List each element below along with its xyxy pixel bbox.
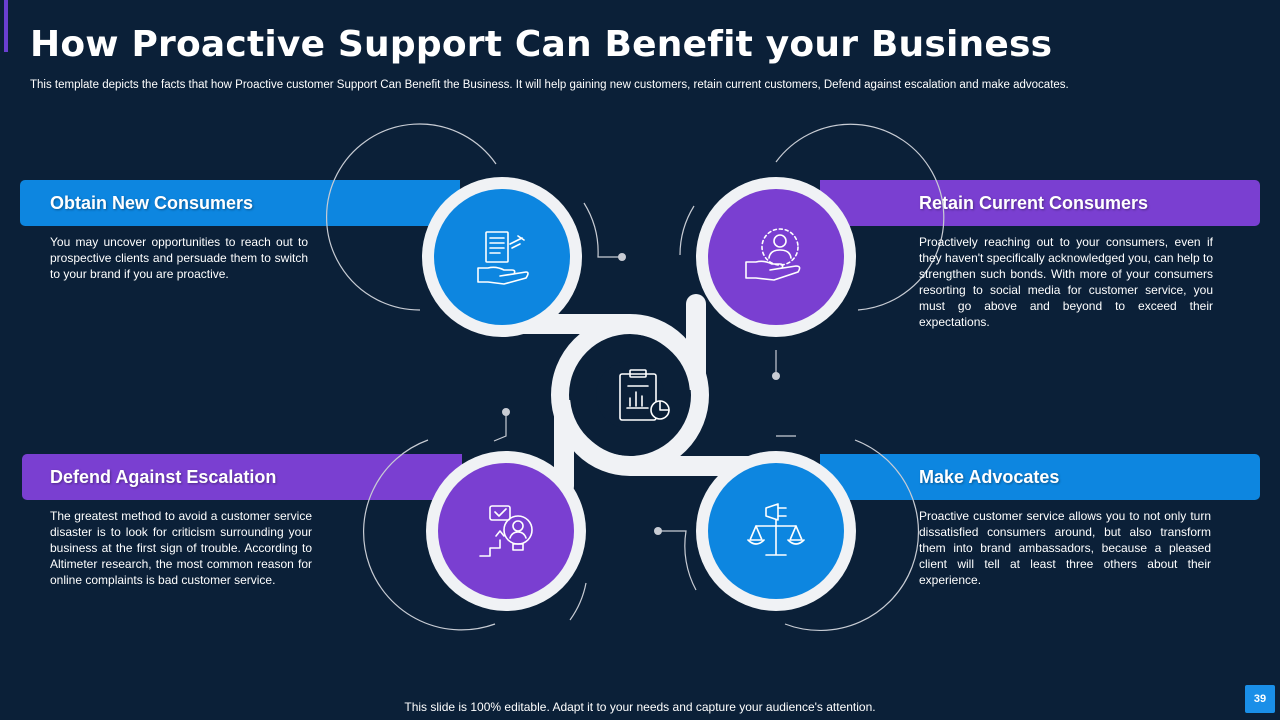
page-title: How Proactive Support Can Benefit your B… xyxy=(30,24,1053,65)
arc-bottom-right-tail xyxy=(658,530,697,591)
page-number: 39 xyxy=(1245,685,1275,713)
arc-top-left xyxy=(326,123,497,311)
page-subtitle: This template depicts the facts that how… xyxy=(30,79,1069,91)
arc-top-left-tail xyxy=(583,202,622,258)
node-fill xyxy=(708,189,844,325)
person-hand-icon xyxy=(745,228,801,281)
clipboard-chart-icon xyxy=(619,369,670,421)
dot-bottom-left xyxy=(502,408,510,416)
arc-top-right xyxy=(775,123,945,311)
node-fill xyxy=(434,189,570,325)
node-retain-current-consumers xyxy=(696,177,856,337)
banner-retain-current-consumers: Retain Current Consumers xyxy=(820,180,1260,226)
megaphone-scale-icon xyxy=(747,503,805,556)
description-defend-against-escalation: The greatest method to avoid a customer … xyxy=(50,509,312,587)
banner-make-advocates: Make Advocates xyxy=(820,454,1260,500)
arc-bottom-left-tail xyxy=(569,582,587,621)
node-obtain-new-consumers xyxy=(422,177,582,337)
leader-bottom-left xyxy=(493,412,507,442)
idea-growth-icon xyxy=(479,505,533,557)
description-retain-current-consumers: Proactively reaching out to your consume… xyxy=(919,235,1213,329)
title-accent-bar xyxy=(4,0,8,52)
arc-bottom-right xyxy=(784,439,919,631)
arc-bottom-left xyxy=(363,439,496,631)
node-fill xyxy=(438,463,574,599)
dot-top-right xyxy=(772,372,780,380)
document-hand-icon xyxy=(477,231,529,285)
center-ring xyxy=(551,316,709,474)
arc-top-right-tail xyxy=(679,205,695,256)
banner-obtain-new-consumers: Obtain New Consumers xyxy=(20,180,460,226)
description-obtain-new-consumers: You may uncover opportunities to reach o… xyxy=(50,235,308,281)
node-defend-against-escalation xyxy=(426,451,586,611)
footer-note: This slide is 100% editable. Adapt it to… xyxy=(404,700,876,714)
banner-defend-against-escalation: Defend Against Escalation xyxy=(22,454,462,500)
dot-bottom-right xyxy=(654,527,662,535)
description-make-advocates: Proactive customer service allows you to… xyxy=(919,509,1211,587)
dot-top-left xyxy=(618,253,626,261)
